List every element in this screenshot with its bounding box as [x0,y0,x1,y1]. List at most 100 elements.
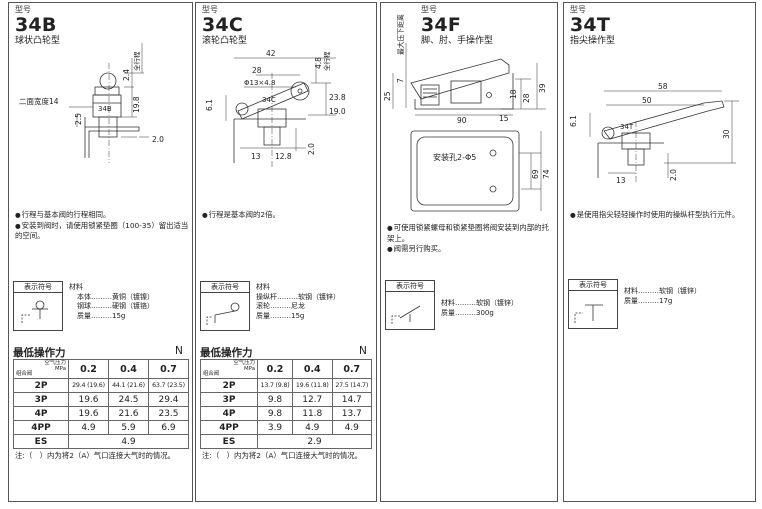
pressure-0-2: 0.2 [68,359,109,379]
dim-mount-hole: 安装孔2-Φ5 [433,152,476,162]
dim-2-0: 2.0 [669,169,678,181]
dim-90: 90 [457,116,467,125]
pedal-base [414,73,514,110]
nut-top [94,86,120,96]
note: 可使用锁紧螺母和锁紧垫圈将阀安装到内部的托架上。 [387,223,555,244]
symbol-34t-icon [574,304,603,323]
panel-34f: 型号 34F 脚、肘、手操作型 最 [380,2,558,502]
pressure-0-7: 0.7 [148,359,189,379]
note: 安装到阀时，请使用锁紧垫圈（100-35）留出适当的空间。 [15,221,190,242]
model-code: 34C [202,14,243,36]
footnote-34c: 注:（ ）内为将2（A）气口连接大气时的情况。 [202,451,363,460]
model-label: 型号 [570,5,586,14]
material-line: 操纵杆………软钢（镀锌） [256,292,340,301]
model-label: 型号 [15,5,31,14]
bracket [84,117,140,158]
drawing-34b: 2.4 全行程 19.8 2.5 2.0 二面宽度14 34B [19,43,164,163]
model-code: 34F [421,14,462,36]
dim-2-0: 2.0 [152,135,164,144]
pressure-0-4: 0.4 [292,359,333,379]
drawing-34t: 58 50 6.1 30 13 2.0 34T [569,82,739,185]
dim-15: 15 [499,114,509,123]
dim-2-5: 2.5 [74,113,83,125]
drawing-34c: 42 28 Φ13×4.8 4.8 全行程 23.8 19.0 6.1 13 1… [205,49,346,168]
pressure-0-7: 0.7 [331,359,372,379]
dim-13: 13 [251,152,261,161]
dim-12-8: 12.8 [275,152,292,161]
dim-18: 18 [509,89,518,99]
dim-2-0: 2.0 [307,143,316,155]
model-name: 球状凸轮型 [15,36,61,46]
table-row: ES 4.9 [13,434,189,449]
table-row: 2P 29.4 (19.6) 44.1 (21.6) 63.7 (23.5) [13,378,189,393]
header-34c: 型号 34C 滚轮凸轮型 [202,5,247,47]
header-34f: 型号 34F 脚、肘、手操作型 [421,5,493,47]
symbol-title: 表示符号 [201,282,249,293]
roller [290,81,310,101]
footnote-34b: 注:（ ）内为将2（A）气口连接大气时的情况。 [15,451,176,460]
drawing-34f: 最大压下距离 7 25 28 39 18 15 90 安装孔2-Φ5 69 74 [383,14,551,212]
part-label-34c: 34C [262,96,276,104]
force-title-34b: 最低操作力 [13,347,66,359]
dim-58: 58 [658,82,668,91]
panel-34b: 型号 34B 球状凸轮型 2.4 全行程 19.8 [8,2,193,502]
material-line: 质量………17g [624,296,673,305]
dim-max-press: 最大压下距离 [396,14,405,55]
notes-34c: 行程是基本阀的2倍。 [202,210,374,221]
dim-6-1: 6.1 [205,99,214,111]
part-label-34t: 34T [620,123,634,131]
dim-39: 39 [538,83,547,93]
lever-34c [237,82,309,120]
pivot [235,102,249,116]
material-line: 钢球………硬钢（镀铬） [77,302,154,310]
panel-34c: 型号 34C 滚轮凸轮型 42 28 Φ13×4.8 [195,2,377,502]
symbol-title: 表示符号 [14,282,62,293]
dim-74: 74 [542,169,551,179]
notes-34f: 可使用锁紧螺母和锁紧垫圈将阀安装到内部的托架上。 阀需另行购买。 [387,223,555,255]
pressure-0-4: 0.4 [108,359,149,379]
material-line: 材料………软钢（镀锌） [441,299,518,307]
dim-4-8: 4.8 [314,57,323,69]
model-label: 型号 [202,5,218,14]
dim-full-stroke: 全行程 [132,51,141,71]
table-row: 4PP 3.9 4.9 4.9 [200,420,372,435]
force-unit-34c: N [359,345,367,357]
symbol-34b-icon [21,300,48,323]
symbol-box-34t: 表示符号 [568,279,618,329]
materials-34c: 材料 操纵杆………软钢（镀锌） 滚轮………尼龙 质量………15g [256,283,340,321]
note: 是使用指尖轻轻操作时使用的操纵杆型执行元件。 [570,210,753,221]
dim-13: 13 [616,176,626,185]
dim-42: 42 [266,49,276,58]
header-34t: 型号 34T 指尖操作型 [570,5,615,47]
dim-19-8: 19.8 [132,96,141,113]
dim-28: 28 [252,66,262,75]
model-name: 指尖操作型 [570,36,616,46]
symbol-34f-icon [391,305,421,324]
panel-34t: 型号 34T 指尖操作型 58 50 6.1 30 13 2.0 [563,2,756,502]
note: 阀需另行购买。 [387,244,555,255]
notes-34b: 行程与基本阀的行程相同。 安装到阀时，请使用锁紧垫圈（100-35）留出适当的空… [15,210,190,242]
force-unit-34b: N [175,345,183,357]
table-row: 4P 9.8 11.8 13.7 [200,406,372,421]
note: 行程是基本阀的2倍。 [202,210,374,221]
table-row: 4P 19.6 21.6 23.5 [13,406,189,421]
dim-25: 25 [383,91,392,101]
dim-30: 30 [722,129,731,139]
notes-34t: 是使用指尖轻轻操作时使用的操纵杆型执行元件。 [570,210,753,221]
pedal [410,58,510,100]
pressure-0-2: 0.2 [256,359,294,379]
table-row: ES 2.9 [200,434,372,449]
pivot [601,126,615,140]
model-label: 型号 [421,5,437,14]
dim-23-8: 23.8 [329,93,346,102]
dim-69: 69 [531,169,540,179]
material-line: 质量………300g [441,308,494,317]
table-row: 3P 19.6 24.5 29.4 [13,392,189,407]
dim-50: 50 [642,96,652,105]
table-row: 4PP 4.9 5.9 6.9 [13,420,189,435]
symbol-box-34c: 表示符号 [200,281,250,331]
